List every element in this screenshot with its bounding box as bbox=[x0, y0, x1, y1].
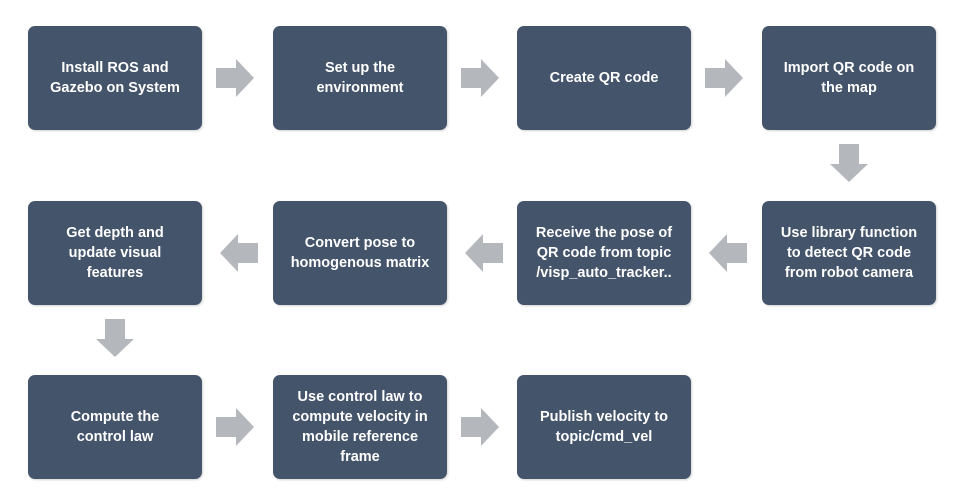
step-label: Create QR code bbox=[549, 70, 659, 86]
step-get-depth: Get depth and update visual features bbox=[28, 201, 202, 305]
step-setup-environment: Set up the environment bbox=[273, 26, 447, 130]
step-detect-qr-code: Use library function to detect QR code f… bbox=[762, 201, 936, 305]
arrow-right-icon bbox=[216, 59, 254, 97]
arrow-left-icon bbox=[220, 234, 258, 272]
step-label: Convert pose to homogenous matrix bbox=[290, 235, 430, 271]
arrow-down-icon bbox=[96, 319, 134, 357]
step-label: Install ROS and Gazebo on System bbox=[50, 60, 180, 96]
arrow-left-icon bbox=[709, 234, 747, 272]
arrow-right-icon bbox=[461, 59, 499, 97]
arrow-right-icon bbox=[461, 408, 499, 446]
arrow-down-icon bbox=[830, 144, 868, 182]
step-receive-pose: Receive the pose of QR code from topic /… bbox=[517, 201, 691, 305]
step-label: Use control law to compute velocity in m… bbox=[292, 389, 428, 465]
step-label: Import QR code on the map bbox=[783, 60, 915, 96]
step-convert-pose: Convert pose to homogenous matrix bbox=[273, 201, 447, 305]
step-label: Publish velocity to topic/cmd_vel bbox=[539, 409, 669, 445]
arrow-right-icon bbox=[216, 408, 254, 446]
step-label: Receive the pose of QR code from topic /… bbox=[535, 225, 673, 281]
step-label: Get depth and update visual features bbox=[66, 225, 164, 281]
step-label: Use library function to detect QR code f… bbox=[780, 225, 918, 281]
arrow-left-icon bbox=[465, 234, 503, 272]
step-publish-velocity: Publish velocity to topic/cmd_vel bbox=[517, 375, 691, 479]
arrow-right-icon bbox=[705, 59, 743, 97]
step-import-qr-code: Import QR code on the map bbox=[762, 26, 936, 130]
step-create-qr-code: Create QR code bbox=[517, 26, 691, 130]
step-label: Compute the control law bbox=[70, 409, 160, 445]
step-label: Set up the environment bbox=[316, 60, 404, 96]
step-install-ros-gazebo: Install ROS and Gazebo on System bbox=[28, 26, 202, 130]
step-compute-velocity: Use control law to compute velocity in m… bbox=[273, 375, 447, 479]
step-compute-control-law: Compute the control law bbox=[28, 375, 202, 479]
